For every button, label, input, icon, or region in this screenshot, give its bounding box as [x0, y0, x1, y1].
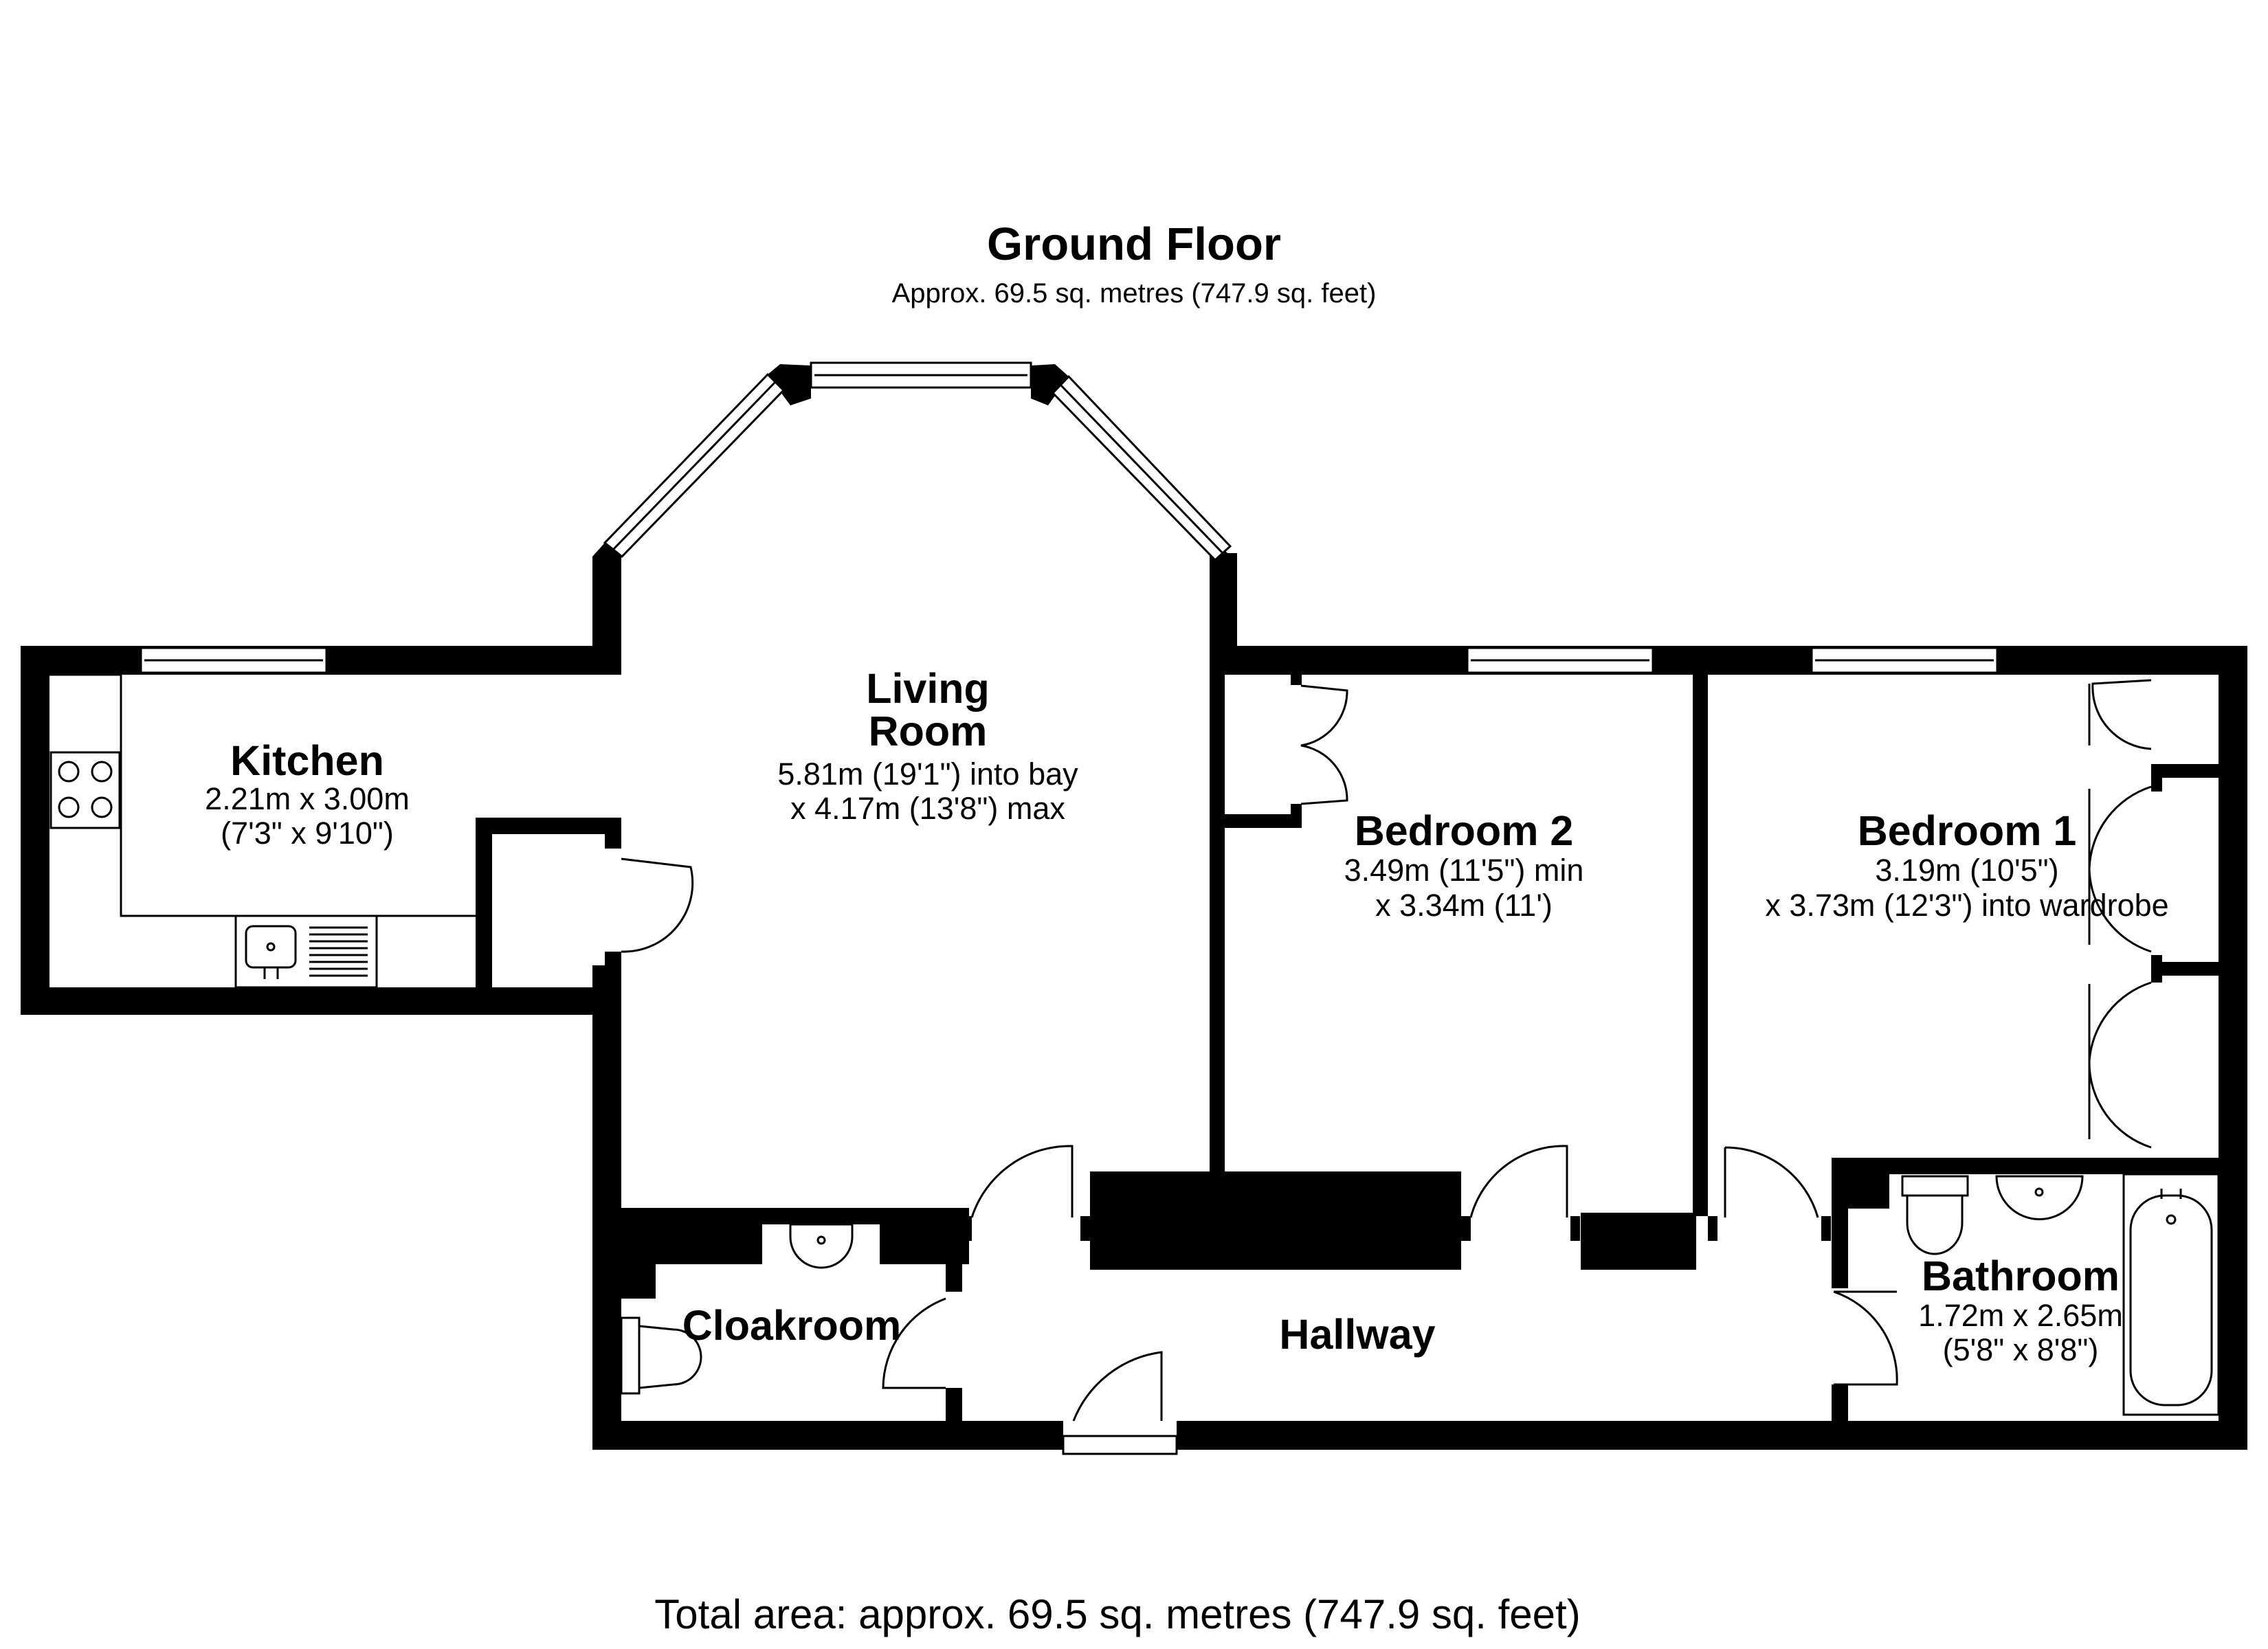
door-jamb-bed1-left	[1708, 1216, 1717, 1241]
bed1-wardrobe-door-icon	[2091, 679, 2152, 750]
hob-ring-icon	[91, 761, 113, 783]
front-door-threshold	[1062, 1435, 1178, 1455]
living-wall-left-upper	[592, 557, 621, 675]
bed2-wardrobe-door-icon	[1300, 684, 1348, 805]
bath-wall-left-bottom	[1832, 1384, 1848, 1439]
bed1-wardrobe-door-icon	[2088, 981, 2152, 1149]
walls	[21, 364, 2247, 1450]
door-jamb-living-hall-right	[1080, 1216, 1090, 1241]
wall-bottom-left	[592, 1421, 1063, 1450]
hallway-name: Hallway	[1279, 1311, 1435, 1358]
kitchen-wall-left	[21, 646, 49, 1015]
cloak-wc-icon	[638, 1325, 702, 1389]
kitchen-fittings	[49, 673, 476, 989]
living-dim1: 5.81m (19'1") into bay	[777, 756, 1078, 792]
hob	[49, 751, 121, 829]
cloak-basin-icon	[789, 1223, 854, 1269]
wall-right	[2219, 646, 2247, 1450]
windows	[140, 361, 1999, 674]
store-wall-left	[476, 818, 492, 989]
bed1-wardrobe-door-icon	[2088, 785, 2152, 953]
kitchen-dim1: 2.21m x 3.00m	[205, 781, 410, 816]
bath-tub-inner	[2129, 1194, 2213, 1406]
bathroom-door-icon	[1833, 1290, 1898, 1386]
door-jamb-living-hall-left	[962, 1216, 972, 1241]
living-dim2: x 4.17m (13'8") max	[790, 791, 1065, 826]
bath-wall-left-top	[1832, 1158, 1848, 1288]
cloakroom-name: Cloakroom	[682, 1302, 902, 1349]
kitchen-name: Kitchen	[230, 737, 384, 784]
bedrooms-wall-top	[1210, 646, 2247, 675]
labels: Ground Floor Approx. 69.5 sq. metres (74…	[205, 218, 2169, 1637]
wardrobe-divider-1	[2151, 764, 2219, 778]
hob-ring-icon	[58, 761, 80, 783]
bath-wc-cistern	[1901, 1175, 1969, 1197]
cloak-wc-cistern	[620, 1316, 641, 1395]
bed2-cupboard-post-top	[1291, 670, 1302, 685]
bay-pier-right	[1031, 364, 1069, 405]
living-hall-door-icon	[970, 1145, 1074, 1218]
hob-ring-icon	[58, 796, 80, 818]
living-wall-left-lower	[592, 965, 621, 1450]
bedroom2-dim2: x 3.34m (11')	[1375, 888, 1553, 923]
hob-ring-icon	[91, 796, 113, 818]
store-wall-right-bottom	[605, 952, 621, 989]
bath-wc-icon	[1906, 1194, 1964, 1255]
bathroom-dim1: 1.72m x 2.65m	[1918, 1298, 2123, 1333]
bathroom-name: Bathroom	[1922, 1253, 2120, 1299]
living-wall-right	[1210, 553, 1237, 646]
cloakroom-door-icon	[882, 1297, 946, 1389]
kitchen-wall-bottom	[21, 987, 619, 1015]
bedroom2-name: Bedroom 2	[1355, 807, 1574, 854]
wardrobe-post-1	[2151, 764, 2162, 792]
kitchen-dim2: (7'3" x 9'10")	[221, 816, 394, 851]
bed2-bed1-partition	[1693, 660, 1708, 1216]
total-area: Total area: approx. 69.5 sq. metres (747…	[654, 1591, 1580, 1637]
bath-basin-icon	[1995, 1175, 2084, 1220]
front-door-icon	[1072, 1351, 1163, 1422]
living-name-line2: Room	[869, 708, 988, 754]
cloakroom-fittings	[620, 1223, 854, 1395]
bathroom-dim2: (5'8" x 8'8")	[1943, 1332, 2099, 1367]
bedroom1-dim2: x 3.73m (12'3") into wardrobe	[1765, 888, 2168, 923]
sink-bowl-icon	[245, 925, 297, 969]
cloak-wall-right-bottom	[946, 1388, 962, 1436]
bedroom1-door-icon	[1724, 1146, 1819, 1218]
chimney-right	[1581, 1213, 1696, 1270]
wall-bottom-right	[1177, 1421, 2247, 1450]
bedroom1-dim1: 3.19m (10'5")	[1875, 853, 2058, 888]
wardrobe-divider-2	[2151, 962, 2219, 976]
bedroom2-door-icon	[1469, 1145, 1568, 1218]
living-name-line1: Living	[866, 665, 990, 712]
store-wall-top	[476, 818, 621, 834]
bay-pier-left	[768, 364, 811, 405]
floor-title: Ground Floor	[987, 218, 1281, 270]
chimney-breast	[1090, 1171, 1461, 1270]
floor-subtitle: Approx. 69.5 sq. metres (747.9 sq. feet)	[892, 278, 1377, 309]
cloak-wall-right-top	[946, 1216, 962, 1292]
drainer-icon	[309, 926, 368, 977]
store-door-icon	[621, 857, 694, 953]
door-jamb-bed2-left	[1461, 1216, 1471, 1241]
bathroom-fittings	[1901, 1173, 2220, 1416]
wardrobe-post-2	[2151, 955, 2162, 983]
bath-wall-corner	[1848, 1174, 1889, 1209]
living-bed2-partition	[1210, 646, 1225, 1216]
bedroom2-dim1: 3.49m (11'5") min	[1344, 853, 1584, 888]
cloak-wall-left-notch	[621, 1216, 656, 1299]
door-jamb-bed1-right	[1821, 1216, 1831, 1241]
bed2-cupboard-wall	[1225, 814, 1300, 828]
bath-tub	[2122, 1173, 2220, 1416]
door-jamb-bed2-right	[1570, 1216, 1580, 1241]
doors	[621, 679, 2152, 1455]
bath-wall-top	[1832, 1158, 2247, 1174]
store-wall-right-top	[605, 818, 621, 849]
bed2-cupboard-post-bottom	[1291, 804, 1302, 828]
bedroom1-name: Bedroom 1	[1858, 807, 2077, 854]
